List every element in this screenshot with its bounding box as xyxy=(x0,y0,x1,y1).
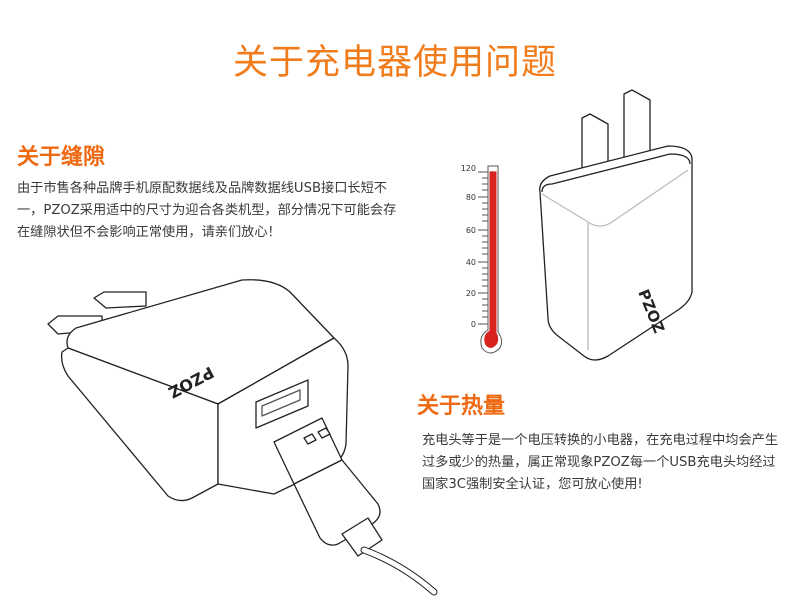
thermometer-scale xyxy=(478,171,488,325)
thermometer-outline xyxy=(480,165,503,354)
tick-label-60: 60 xyxy=(466,226,476,235)
charger-body-front xyxy=(60,347,219,502)
tick-label-0: 0 xyxy=(471,320,476,329)
plug-prong-back-upper xyxy=(93,291,147,309)
tick-label-40: 40 xyxy=(466,258,476,267)
tick-label-80: 80 xyxy=(466,193,476,202)
tick-label-20: 20 xyxy=(466,289,476,298)
heat-heading: 关于热量 xyxy=(417,394,506,419)
charger-body-side xyxy=(66,279,335,405)
usb-port-inner xyxy=(261,389,301,417)
heat-description: 充电头等于是一个电压转换的小电器，在充电过程中均会产生过多或少的热量，属正常现象… xyxy=(422,433,779,492)
thermometer-illustration: 120 80 60 40 20 0 xyxy=(461,164,503,354)
usb-connector-hole-2 xyxy=(317,427,331,439)
usb-connector-hole-1 xyxy=(303,433,317,445)
gap-heading: 关于缝隙 xyxy=(17,145,106,170)
gap-description: 由于市售各种品牌手机原配数据线及品牌数据线USB接口长短不一，PZOZ采用适中的… xyxy=(17,181,397,240)
tick-label-120: 120 xyxy=(461,164,476,173)
charger-body xyxy=(539,145,693,361)
thermometer-mercury xyxy=(489,171,497,338)
charger-top-face xyxy=(541,153,691,193)
charger-cable-illustration: PZOZ xyxy=(47,279,438,596)
usb-strain-relief xyxy=(341,517,383,557)
page-title: 关于充电器使用问题 xyxy=(232,43,557,83)
charger-standing-illustration: PZOZ xyxy=(539,89,693,361)
thermometer-bulb xyxy=(484,330,499,348)
charger-front-edge xyxy=(587,169,689,227)
